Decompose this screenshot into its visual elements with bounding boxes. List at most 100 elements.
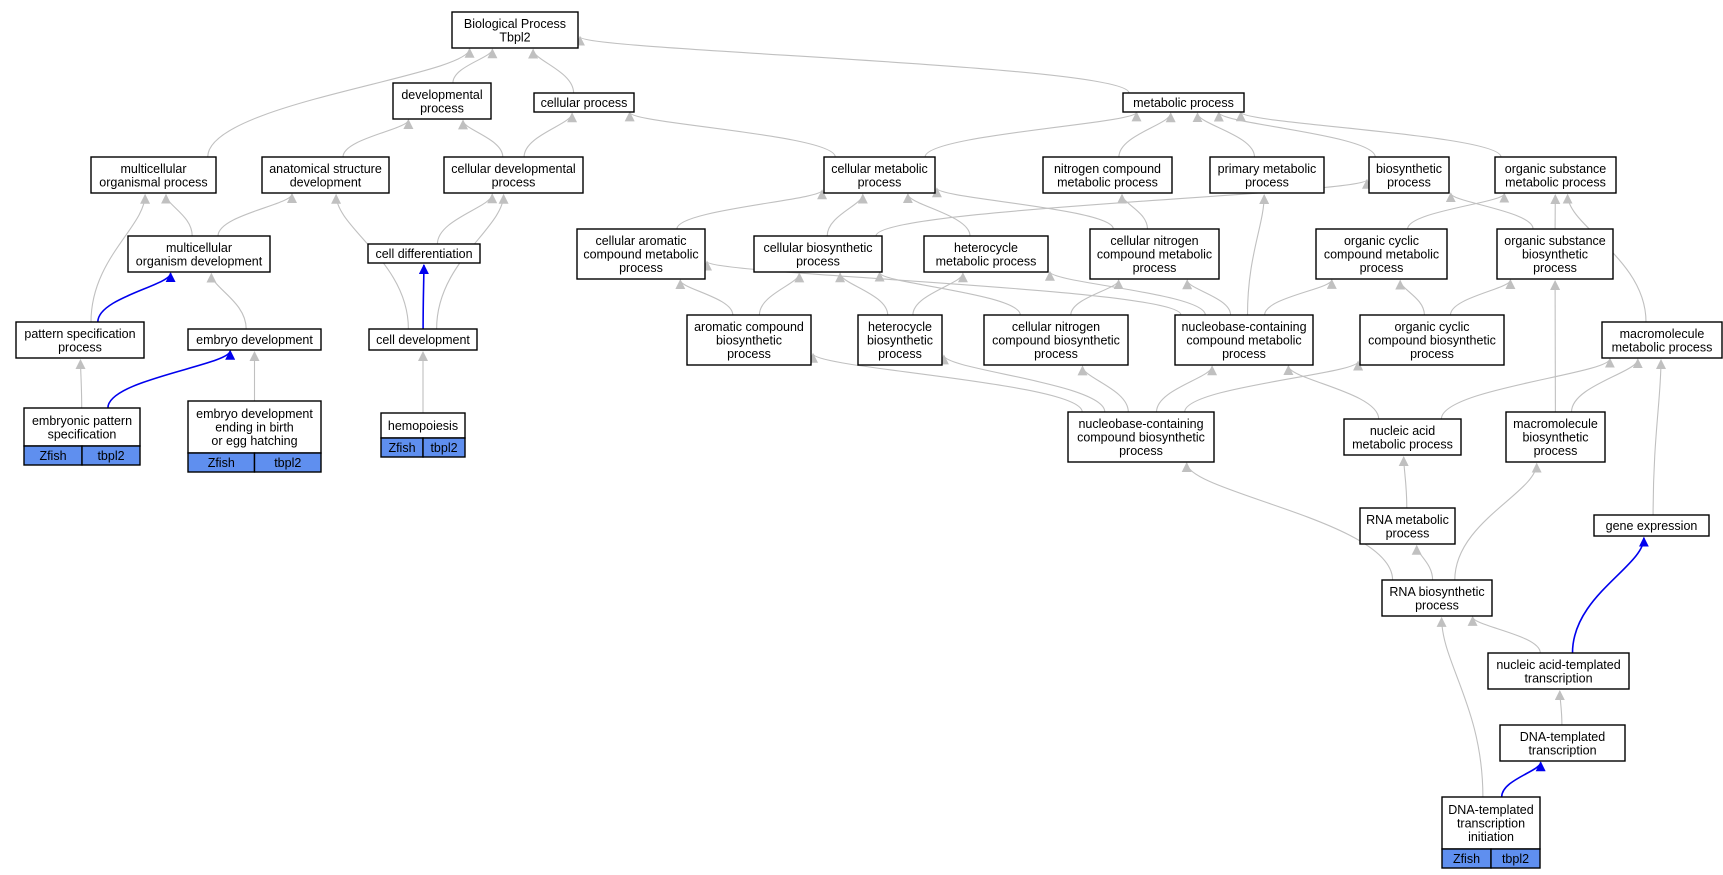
- node-label-line: nitrogen compound: [1054, 162, 1161, 176]
- annotation-cell: [1490, 848, 1541, 869]
- node-label-line: process: [1534, 444, 1578, 458]
- node-label-line: biosynthetic: [1522, 248, 1588, 262]
- edge-cellnitro-to-cellmet: [932, 187, 1114, 230]
- node-box: [1368, 156, 1450, 194]
- cellular-process-node[interactable]: cellular process: [533, 92, 635, 113]
- edge-multidev-to-multi: [161, 193, 193, 237]
- edge-dnainit-to-rnabio: [1436, 616, 1484, 798]
- edge-arombio-to-cellbio: [758, 272, 805, 316]
- gene-expression-node[interactable]: gene expression: [1593, 514, 1710, 537]
- edge-orgsub-to-met: [1236, 111, 1502, 158]
- node-label-line: Biological Process: [464, 17, 566, 31]
- node-label-line: heterocycle: [954, 241, 1018, 255]
- node-label-line: RNA biosynthetic: [1389, 585, 1484, 599]
- annotation-species-label: Zfish: [39, 449, 66, 463]
- edge-cellarom-to-cellmet: [676, 189, 827, 230]
- annotation-species-label: Zfish: [208, 456, 235, 470]
- node-label-line: development: [290, 175, 362, 189]
- metabolic-process-node[interactable]: metabolic process: [1122, 92, 1245, 113]
- node-box: [187, 328, 322, 351]
- edge-met-to-bp: [575, 35, 1130, 94]
- node-box: [1381, 579, 1493, 617]
- edge-rnabio-to-nucbio: [1181, 462, 1394, 581]
- edge-biosyn-to-met: [1213, 111, 1376, 158]
- edge-cellbio-to-cellmet: [826, 193, 868, 237]
- node-label-line: compound metabolic: [583, 248, 698, 262]
- node-label-line: metabolic process: [1352, 437, 1453, 451]
- node-box: [1042, 156, 1173, 194]
- edge-nucbio-to-nucmet: [1155, 365, 1218, 413]
- edge-nucbio-to-cellnitrobio: [1077, 365, 1129, 413]
- cell-development-node[interactable]: cell development: [368, 328, 478, 351]
- edge-cellmet-to-cellp: [624, 111, 836, 158]
- edge-celldevproc-to-cellp: [523, 112, 578, 158]
- node-label-line: process: [1119, 444, 1163, 458]
- node-label-line: organic cyclic: [1344, 234, 1419, 248]
- node-box: [1496, 228, 1614, 280]
- embryo-development-node[interactable]: embryo development: [187, 328, 322, 351]
- node-label-line: nucleobase-containing: [1078, 417, 1203, 431]
- node-label-line: cellular nitrogen: [1110, 234, 1198, 248]
- edge-macrobio-to-macromet: [1570, 358, 1643, 413]
- node-box: [753, 235, 883, 273]
- edge-rnamet-to-nucacidmet: [1398, 456, 1409, 509]
- node-label-line: biosynthetic: [716, 334, 782, 348]
- node-box: [187, 400, 322, 454]
- node-box: [686, 314, 812, 366]
- node-label-line: gene expression: [1606, 519, 1698, 533]
- cell-differentiation-node[interactable]: cell differentiation: [367, 243, 481, 264]
- node-box: [261, 156, 390, 194]
- edge-nucacidmet-to-nucmet: [1283, 365, 1380, 420]
- node-label-line: transcription: [1528, 743, 1596, 757]
- edge-nucacidmet-to-macromet: [1440, 357, 1615, 420]
- node-label-line: RNA metabolic: [1366, 513, 1449, 527]
- edge-rnabio-to-rnamet: [1411, 544, 1434, 581]
- edge-hetmet-to-cellmet: [902, 193, 971, 237]
- node-label-line: nucleic acid: [1370, 424, 1435, 438]
- edge-hetbio-to-cellbio: [835, 272, 889, 316]
- edge-embpat-to-patspec: [75, 359, 86, 409]
- node-label-line: process: [1133, 261, 1177, 275]
- node-box: [823, 156, 936, 194]
- node-label-line: or egg hatching: [211, 434, 297, 448]
- edge-nattrans-to-geneexp: [1571, 536, 1649, 654]
- edge-cellmet-to-met: [924, 111, 1142, 158]
- dna-templated-transcription-initiation-node[interactable]: DNA-templatedtranscriptioninitiationZfis…: [1441, 796, 1541, 869]
- node-label-line: heterocycle: [868, 320, 932, 334]
- node-box: [1209, 156, 1325, 194]
